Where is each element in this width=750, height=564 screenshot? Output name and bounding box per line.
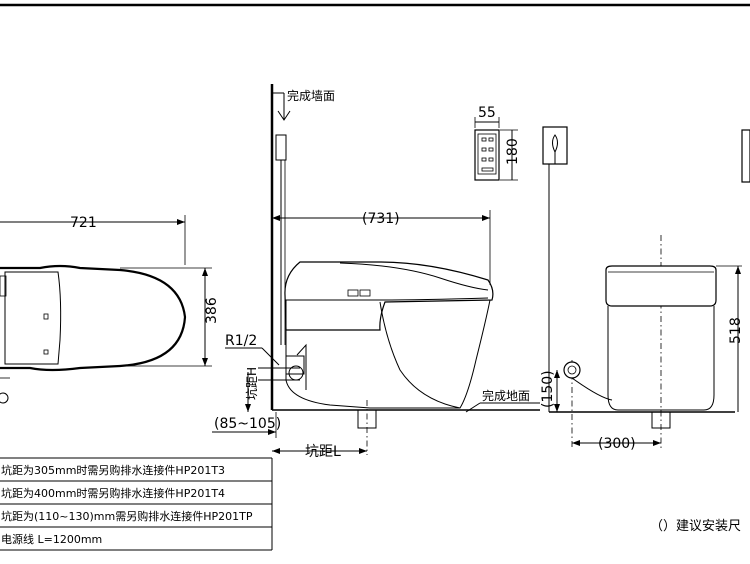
- pit-h-label: 坑距H: [244, 367, 259, 400]
- front-height-arrow-top: [735, 266, 741, 274]
- plan-depth-label: 386: [204, 297, 220, 324]
- pit-range-arrow: [268, 429, 276, 435]
- pipe-size-label: R1/2: [225, 333, 257, 349]
- front-body: [607, 306, 715, 411]
- floor-label: 完成地面: [482, 388, 530, 403]
- plan-width-arrow: [177, 219, 185, 225]
- plan-depth-arrow-top: [202, 268, 208, 276]
- supply-valve: [275, 134, 287, 161]
- side-bowl-outline: [285, 299, 491, 409]
- remote-key-3: [481, 147, 487, 152]
- plan-button: [43, 313, 49, 320]
- pit-l-label: 坑距L: [305, 444, 341, 460]
- note-row-2: 坑距为400mm时需另购排水连接件HP201T4: [1, 486, 225, 500]
- front-inlet-height-label: (150): [540, 370, 556, 408]
- side-drain-pipe: [258, 367, 300, 381]
- side-drain-fitting: [288, 365, 304, 381]
- remote-face: [477, 133, 497, 175]
- pit-h-arrow: [245, 404, 251, 412]
- pipe-size-leader: [261, 347, 280, 366]
- plan-depth-arrow-bottom: [202, 358, 208, 366]
- side-button-2: [359, 289, 371, 297]
- plan-drain-circle: [0, 392, 9, 404]
- pit-l-arrow-right: [359, 448, 367, 454]
- front-inlet-offset-label: (300): [598, 436, 636, 452]
- remote-body: [474, 129, 500, 181]
- pit-range-label: (85~105): [214, 416, 281, 432]
- pit-l-arrow-left: [272, 448, 280, 454]
- front-inlet-valve-inner: [567, 365, 577, 375]
- side-trap-box: [285, 355, 305, 375]
- front-remote-partial: [741, 129, 750, 183]
- remote-key-7: [481, 167, 494, 172]
- remote-key-2: [488, 137, 494, 142]
- plan-width-label: 721: [70, 215, 97, 231]
- side-view: 完成墙面 (731) R1/2: [212, 84, 540, 460]
- side-bowl-curve: [379, 301, 461, 409]
- plan-button-2: [43, 349, 49, 355]
- side-trap-line: [296, 343, 307, 390]
- plan-bowl-outline: [0, 264, 187, 372]
- plan-seat-panel: [4, 271, 62, 365]
- remote-key-5: [481, 157, 487, 162]
- note-row-4: 电源线 L=1200mm: [1, 532, 102, 546]
- front-inlet-offset-arrow-left: [572, 440, 580, 446]
- wall-label-arrow: [277, 93, 291, 121]
- side-button-1: [347, 289, 359, 297]
- wall-label: 完成墙面: [287, 88, 335, 103]
- side-seat-line: [339, 262, 489, 291]
- install-legend: （）建议安装尺: [650, 519, 741, 534]
- side-seat-edge: [285, 297, 489, 301]
- front-height-label: 518: [728, 317, 744, 344]
- remote-key-1: [481, 137, 487, 142]
- front-view: (150) (300) 518: [540, 126, 750, 452]
- front-inlet-height-arrow-bottom: [554, 404, 560, 412]
- front-inlet-height-arrow-top: [554, 370, 560, 378]
- plan-view: 721 386: [0, 215, 220, 404]
- remote-key-6: [488, 157, 494, 162]
- remote-width-label: 55: [478, 105, 496, 121]
- side-depth-arrow-left: [272, 215, 280, 221]
- plan-hinge: [0, 275, 7, 297]
- front-inlet-hose: [571, 377, 613, 401]
- front-inlet-offset-arrow-right: [653, 440, 661, 446]
- floor-label-leader: [465, 402, 481, 413]
- remote-key-4: [488, 147, 494, 152]
- remote-height-label: 180: [505, 138, 521, 165]
- note-row-3: 坑距为(110~130)mm需另购排水连接件HP201TP: [1, 509, 253, 523]
- notes-table: 坑距为305mm时需另购排水连接件HP201T3 坑距为400mm时需另购排水连…: [0, 457, 273, 551]
- side-depth-label: (731): [362, 211, 400, 227]
- side-depth-arrow-right: [482, 215, 490, 221]
- note-row-1: 坑距为305mm时需另购排水连接件HP201T3: [1, 463, 225, 477]
- front-floor-flange: [651, 411, 671, 429]
- front-lid: [605, 265, 717, 307]
- side-tank-lid: [284, 261, 494, 331]
- remote-control: 55 180: [474, 105, 521, 181]
- front-inlet-valve: [563, 361, 581, 379]
